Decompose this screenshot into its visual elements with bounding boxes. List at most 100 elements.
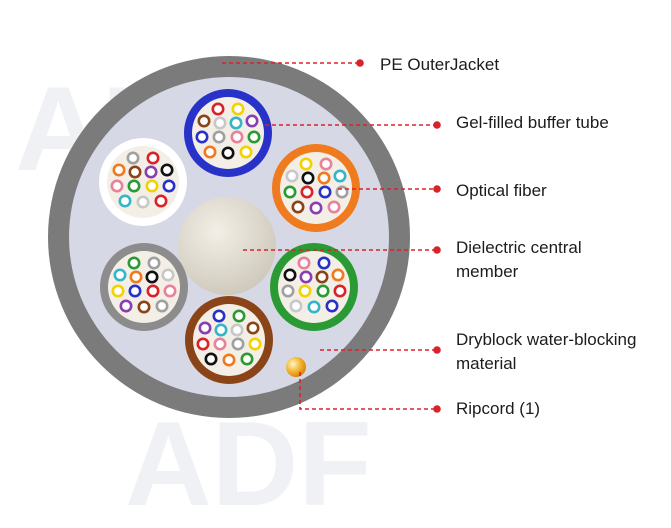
optical-fiber bbox=[128, 165, 142, 179]
optical-fiber bbox=[137, 300, 151, 314]
leader-lines bbox=[222, 62, 437, 410]
label-ripcord: Ripcord (1) bbox=[456, 399, 541, 418]
optical-fiber bbox=[127, 256, 141, 270]
optical-fiber bbox=[318, 185, 332, 199]
optical-fiber bbox=[230, 130, 244, 144]
optical-fiber bbox=[204, 352, 218, 366]
optical-fiber bbox=[161, 268, 175, 282]
buffer-tube bbox=[272, 144, 360, 232]
optical-fiber bbox=[126, 151, 140, 165]
label-central-member-line2: member bbox=[456, 262, 519, 281]
optical-fiber bbox=[213, 116, 227, 130]
buffer-tube bbox=[99, 138, 187, 226]
optical-fiber bbox=[229, 116, 243, 130]
optical-fiber bbox=[232, 309, 246, 323]
leader-dot-pe-outer-jacket bbox=[356, 59, 364, 67]
optical-fiber bbox=[289, 299, 303, 313]
optical-fiber bbox=[333, 284, 347, 298]
leader-endpoints bbox=[356, 59, 441, 413]
optical-fiber bbox=[162, 179, 176, 193]
optical-fiber bbox=[317, 256, 331, 270]
optical-fiber bbox=[317, 171, 331, 185]
optical-fiber bbox=[246, 321, 260, 335]
optical-fiber bbox=[111, 284, 125, 298]
optical-fiber bbox=[128, 284, 142, 298]
buffer-tube bbox=[270, 243, 358, 331]
label-central-member: Dielectric central member bbox=[456, 236, 582, 284]
optical-fiber bbox=[112, 163, 126, 177]
optical-fiber bbox=[231, 337, 245, 351]
optical-fiber bbox=[110, 179, 124, 193]
optical-fiber bbox=[299, 157, 313, 171]
buffer-tube bbox=[185, 296, 273, 384]
optical-fiber bbox=[291, 200, 305, 214]
optical-fiber bbox=[145, 270, 159, 284]
label-central-member-line1: Dielectric central bbox=[456, 238, 582, 257]
optical-fiber bbox=[319, 157, 333, 171]
label-water-blocking-line1: Dryblock water-blocking bbox=[456, 330, 637, 349]
optical-fiber bbox=[283, 268, 297, 282]
optical-fiber bbox=[196, 337, 210, 351]
optical-fiber bbox=[299, 270, 313, 284]
optical-fiber bbox=[316, 284, 330, 298]
optical-fiber bbox=[231, 102, 245, 116]
optical-fiber bbox=[230, 323, 244, 337]
optical-fiber bbox=[163, 284, 177, 298]
leader-dot-ripcord bbox=[433, 405, 441, 413]
optical-fiber bbox=[198, 321, 212, 335]
optical-fiber bbox=[160, 163, 174, 177]
label-buffer-tube: Gel-filled buffer tube bbox=[456, 113, 609, 132]
optical-fiber bbox=[203, 145, 217, 159]
ripcord bbox=[286, 357, 306, 377]
optical-fiber bbox=[147, 256, 161, 270]
optical-fiber bbox=[331, 268, 345, 282]
buffer-tube bbox=[184, 89, 272, 177]
optical-fiber bbox=[197, 114, 211, 128]
optical-fiber bbox=[211, 102, 225, 116]
optical-fiber bbox=[247, 130, 261, 144]
optical-fiber bbox=[285, 169, 299, 183]
optical-fiber bbox=[327, 200, 341, 214]
leader-ripcord bbox=[299, 372, 437, 410]
optical-fiber bbox=[145, 179, 159, 193]
optical-fiber bbox=[283, 185, 297, 199]
label-water-blocking-line2: material bbox=[456, 354, 517, 373]
optical-fiber bbox=[129, 270, 143, 284]
optical-fiber bbox=[281, 284, 295, 298]
leader-dot-water-blocking bbox=[433, 346, 441, 354]
optical-fiber bbox=[315, 270, 329, 284]
optical-fiber bbox=[155, 299, 169, 313]
optical-fiber bbox=[240, 352, 254, 366]
optical-fiber bbox=[118, 194, 132, 208]
optical-fiber bbox=[144, 165, 158, 179]
buffer-tube bbox=[100, 243, 188, 331]
optical-fiber bbox=[146, 151, 160, 165]
optical-fiber bbox=[307, 300, 321, 314]
optical-fiber bbox=[333, 169, 347, 183]
optical-fiber bbox=[221, 146, 235, 160]
optical-fiber bbox=[127, 179, 141, 193]
optical-fiber bbox=[212, 130, 226, 144]
leader-dot-buffer-tube bbox=[433, 121, 441, 129]
optical-fiber bbox=[214, 323, 228, 337]
optical-fiber bbox=[239, 145, 253, 159]
optical-fiber bbox=[309, 201, 323, 215]
optical-fiber bbox=[222, 353, 236, 367]
optical-fiber bbox=[301, 171, 315, 185]
optical-fiber bbox=[154, 194, 168, 208]
optical-fiber bbox=[297, 256, 311, 270]
optical-fiber bbox=[300, 185, 314, 199]
dielectric-central-member bbox=[178, 197, 276, 295]
leader-dot-optical-fiber bbox=[433, 185, 441, 193]
optical-fiber bbox=[146, 284, 160, 298]
optical-fiber bbox=[248, 337, 262, 351]
optical-fiber bbox=[119, 299, 133, 313]
optical-fiber bbox=[298, 284, 312, 298]
label-water-blocking: Dryblock water-blocking material bbox=[456, 328, 636, 376]
buffer-tubes bbox=[99, 89, 360, 384]
optical-fiber bbox=[113, 268, 127, 282]
optical-fiber bbox=[213, 337, 227, 351]
optical-fiber bbox=[136, 195, 150, 209]
